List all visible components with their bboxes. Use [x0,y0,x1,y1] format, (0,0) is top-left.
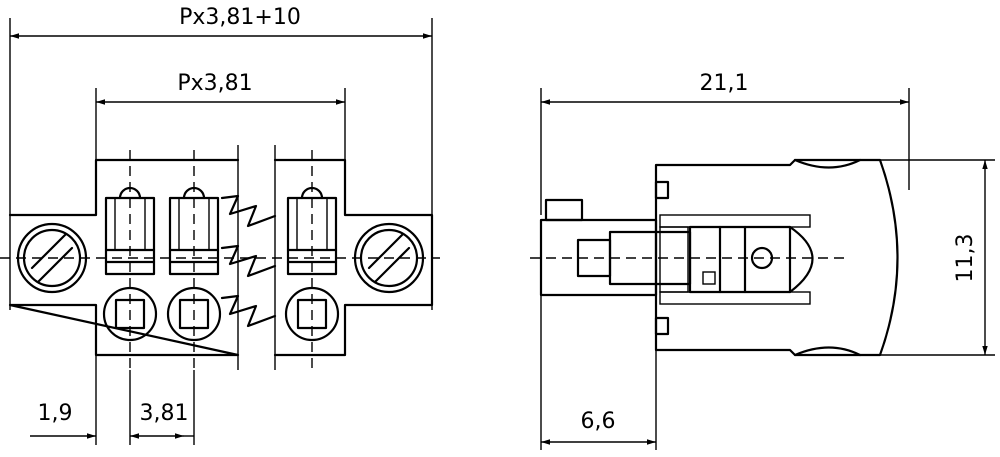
dim-pitch-label: 3,81 [140,401,189,426]
dim-edge-offset-label: 1,9 [38,401,73,426]
sleeve-left-hatch [659,226,689,293]
clamp-block [688,225,792,294]
dim-length-label: 21,1 [700,71,749,96]
dim-pitch-span: Px3,81 [95,71,346,160]
dim-offset-label: 6,6 [581,409,616,434]
dim-pitch: 3,81 [140,370,195,445]
rear-plug [539,218,658,297]
dim-pitch-span-label: Px3,81 [177,71,252,96]
dim-height-label: 11,3 [953,234,978,283]
dim-length: 21,1 [540,71,910,215]
dim-edge-offset: 1,9 [30,355,184,445]
sleeve-bottom-hatch [659,291,811,305]
connector-body-outline [8,158,434,357]
housing-outline [654,158,899,357]
dim-height: 11,3 [860,159,995,356]
front-center-lines [0,150,440,370]
contact-dome [788,225,814,294]
dim-offset: 6,6 [540,295,657,450]
break-lines [220,145,277,370]
front-view: Px3,81+10 Px3,81 [0,5,440,445]
sleeve-top-hatch [659,214,811,228]
dim-total-width-label: Px3,81+10 [179,5,301,30]
dim-total-width: Px3,81+10 [9,5,433,310]
side-view: 21,1 11,3 6,6 [530,71,995,450]
